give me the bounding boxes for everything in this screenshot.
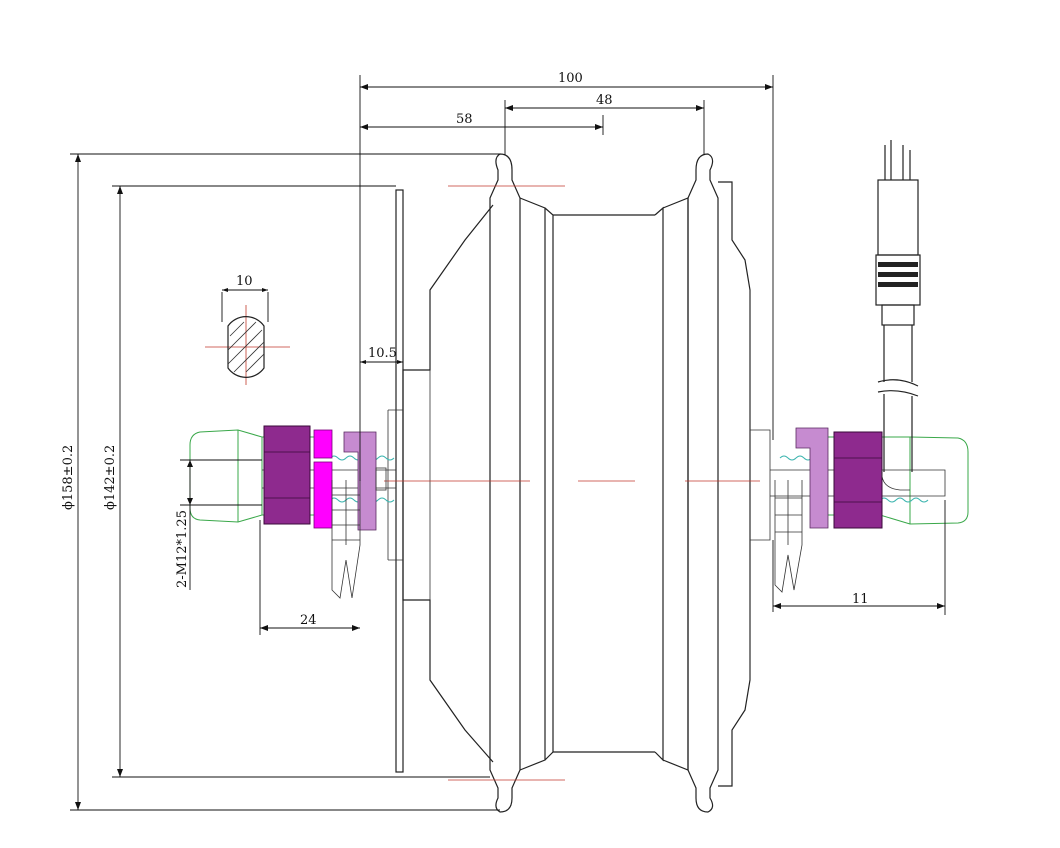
motor-body	[384, 153, 771, 813]
dim-overall-width: 100	[558, 71, 583, 86]
dimension-lines	[70, 75, 946, 811]
dim-outer-diameter: ϕ158±0.2	[61, 445, 76, 510]
left-flange	[489, 153, 521, 813]
left-dropout	[331, 480, 361, 599]
left-axle-cap	[189, 429, 263, 523]
right-dropout	[774, 480, 803, 593]
dim-left-gap: 10.5	[368, 346, 397, 361]
dim-left-to-center: 58	[456, 112, 473, 127]
dim-right-axle: 11	[852, 592, 869, 607]
connector-body	[877, 179, 919, 256]
right-nut	[833, 431, 883, 529]
dimension-labels: 100 48 58 10 10.5 24 11 ϕ158±0.2 ϕ142±0.…	[61, 71, 869, 628]
dim-flange-spacing: 48	[596, 93, 613, 108]
left-nut	[263, 425, 311, 525]
dim-shaft-flat: 10	[236, 274, 253, 289]
dim-left-axle: 24	[300, 613, 317, 628]
left-axle-assembly	[189, 425, 396, 599]
shaft-profile	[227, 316, 265, 378]
dim-flange-diameter: ϕ142±0.2	[103, 445, 118, 510]
right-torque-washer	[795, 427, 829, 529]
right-cover	[718, 181, 751, 787]
cable-connector	[875, 140, 921, 472]
right-axle-cap	[879, 436, 969, 525]
right-flange	[687, 153, 719, 813]
left-cover	[402, 204, 494, 763]
shaft-section	[205, 288, 290, 385]
cable	[883, 325, 913, 382]
dim-thread-spec: 2-M12*1.25	[175, 510, 190, 588]
left-washer	[313, 429, 333, 459]
connector-pins	[884, 140, 911, 180]
right-axle-assembly	[770, 427, 969, 593]
